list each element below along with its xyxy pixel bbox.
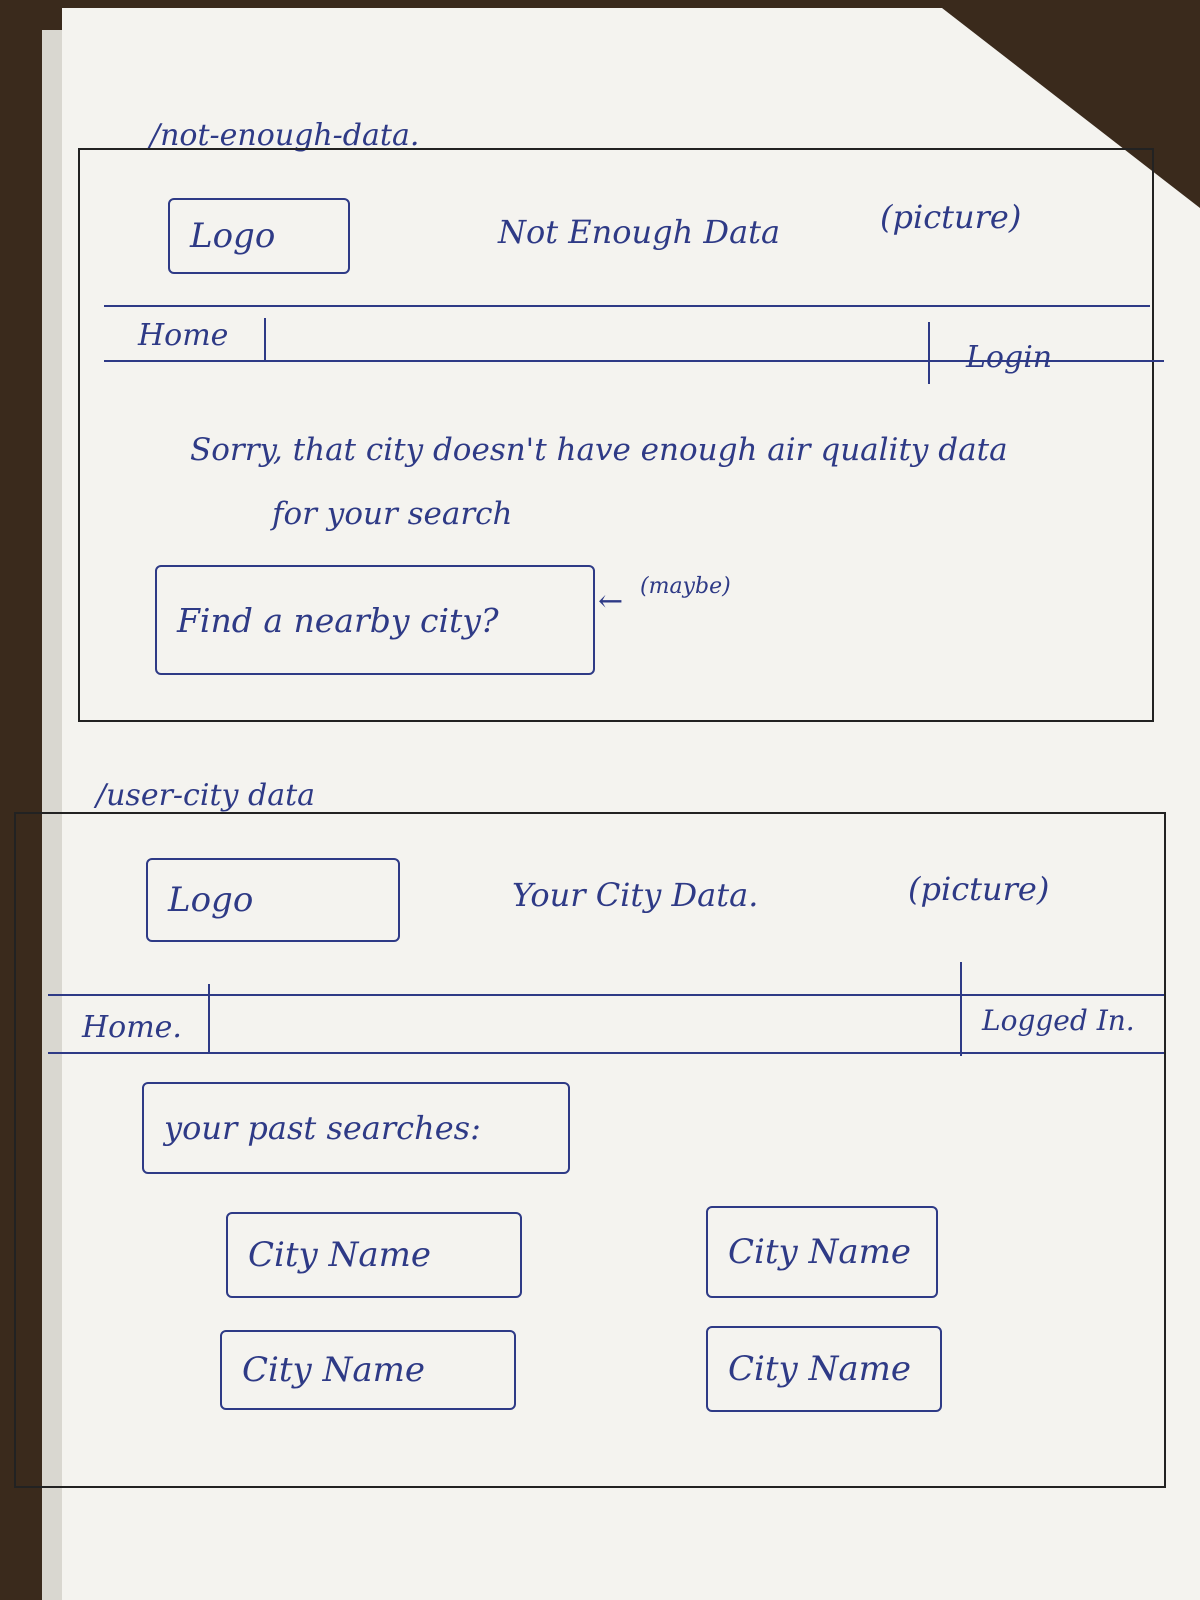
logo-box[interactable]: Logo — [168, 198, 350, 274]
page-title: Not Enough Data — [498, 213, 781, 251]
error-message-line1: Sorry, that city doesn't have enough air… — [190, 432, 1008, 468]
nav-bar-top-line — [48, 994, 1164, 996]
nav-login-link[interactable]: Login — [966, 340, 1053, 375]
past-searches-label: your past searches: — [164, 1109, 481, 1147]
logo-box[interactable]: Logo — [146, 858, 400, 942]
past-searches-heading: your past searches: — [142, 1082, 570, 1174]
nav-home-divider — [208, 984, 210, 1054]
city-name-button[interactable]: City Name — [706, 1206, 938, 1298]
wireframe-not-enough-data — [78, 148, 1154, 722]
route-label-not-enough-data: /not-enough-data. — [150, 118, 420, 153]
arrow-icon: ← — [598, 584, 624, 619]
wireframe-user-city-data — [14, 812, 1166, 1488]
logo-label: Logo — [168, 880, 254, 920]
city-name-label: City Name — [248, 1235, 431, 1275]
city-name-button[interactable]: City Name — [706, 1326, 942, 1412]
find-nearby-city-button[interactable]: Find a nearby city? — [155, 565, 595, 675]
logged-in-status: Logged In. — [982, 1004, 1135, 1037]
nav-home-link[interactable]: Home — [138, 318, 229, 353]
find-nearby-city-label: Find a nearby city? — [177, 600, 499, 640]
nav-bar-bottom-line — [48, 1052, 1164, 1054]
nav-home-link[interactable]: Home. — [82, 1010, 182, 1045]
route-label-user-city-data: /user-city data — [96, 778, 316, 813]
maybe-note: (maybe) — [640, 574, 731, 599]
header-picture: (picture) — [880, 198, 1022, 236]
city-name-label: City Name — [728, 1232, 911, 1272]
page-title: Your City Data. — [512, 876, 759, 914]
nav-bar-bottom-line — [104, 360, 1164, 362]
nav-bar-top-line — [104, 305, 1150, 307]
city-name-button[interactable]: City Name — [220, 1330, 516, 1410]
nav-home-divider — [264, 318, 266, 360]
city-name-button[interactable]: City Name — [226, 1212, 522, 1298]
nav-status-divider — [960, 962, 962, 1056]
logo-label: Logo — [190, 216, 276, 256]
error-message-line2: for your search — [272, 496, 513, 532]
header-picture: (picture) — [908, 870, 1050, 908]
city-name-label: City Name — [242, 1350, 425, 1390]
city-name-label: City Name — [728, 1349, 911, 1389]
nav-login-divider — [928, 322, 930, 384]
